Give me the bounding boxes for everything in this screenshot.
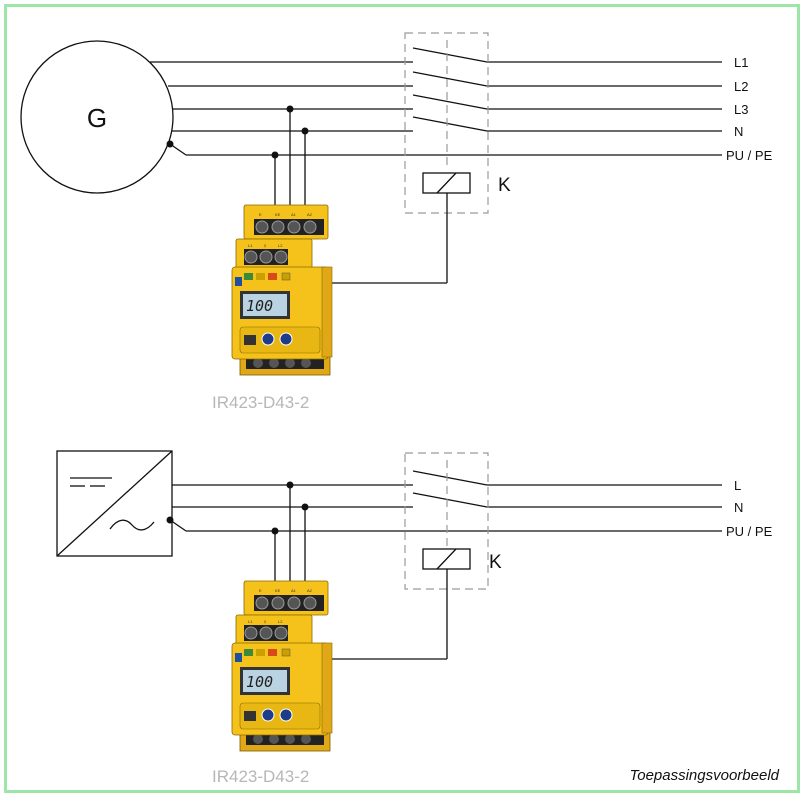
- line-label-l: L: [734, 478, 741, 493]
- contact-l1: [412, 47, 488, 63]
- contact-l3: [412, 94, 488, 110]
- ac-symbol: [109, 519, 155, 531]
- insulation-monitor-device: 100: [231, 204, 333, 376]
- line-label-pe: PU / PE: [726, 148, 773, 163]
- line-label-l3: L3: [734, 102, 748, 117]
- insulation-monitor-device-2: 100: [231, 580, 333, 752]
- line-label-l1: L1: [734, 55, 748, 70]
- device-label-2: IR423-D43-2: [212, 767, 309, 786]
- line-label-n: N: [734, 124, 743, 139]
- line-label-n2: N: [734, 500, 743, 515]
- relay-label: K: [498, 175, 511, 196]
- device-display: 100: [246, 297, 273, 315]
- generator-circle: [20, 40, 174, 194]
- relay-label-2: K: [489, 552, 502, 573]
- device-label: IR423-D43-2: [212, 393, 309, 412]
- line-label-l2: L2: [734, 79, 748, 94]
- diagram-1: G L1 L2 L3 N PU / PE K: [20, 32, 773, 412]
- diagram-frame: [4, 4, 800, 793]
- line-label-pe2: PU / PE: [726, 524, 773, 539]
- contact-l: [412, 470, 488, 486]
- pe-node: [166, 140, 174, 148]
- contact-n2: [412, 492, 488, 508]
- caption: Toepassingsvoorbeeld: [629, 767, 779, 784]
- diagram-2: L N PU / PE K 100 IR423-D43-2: [56, 450, 773, 786]
- generator-label: G: [87, 103, 107, 133]
- contact-l2: [412, 71, 488, 87]
- device-display-2: 100: [246, 673, 273, 691]
- contact-n: [412, 116, 488, 132]
